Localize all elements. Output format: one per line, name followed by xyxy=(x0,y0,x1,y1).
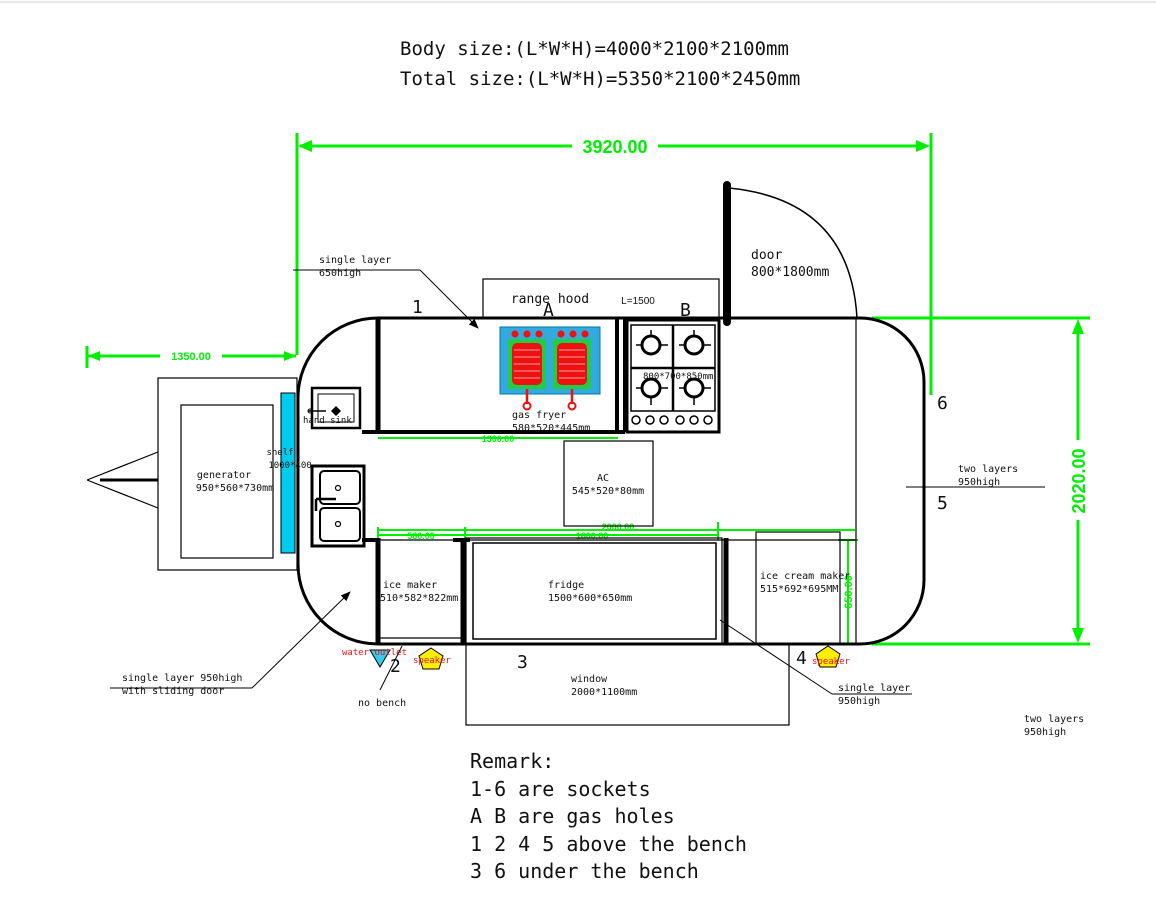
hand-sink-label: hand sink xyxy=(303,416,352,426)
window-label: window xyxy=(571,674,608,685)
annotation-top-left xyxy=(293,269,479,329)
range-length-label: L=1500 xyxy=(621,296,655,307)
two-layers-line2: 950high xyxy=(958,477,1000,488)
total-size-text: Total size:(L*W*H)=5350*2100*2450mm xyxy=(400,68,801,90)
socket-3: 3 xyxy=(517,652,528,673)
bench-1300-label: 1300.00 xyxy=(482,434,515,444)
ac-size: 545*520*80mm xyxy=(572,486,644,497)
ac-unit xyxy=(563,440,654,527)
generator-label: generator xyxy=(197,470,251,481)
gas-hole-a: A xyxy=(543,300,554,321)
remark-block: Remark: 1-6 are sockets A B are gas hole… xyxy=(470,748,747,886)
remark-line: A B are gas holes xyxy=(470,804,675,828)
door xyxy=(723,181,858,326)
gas-stove xyxy=(625,318,721,434)
water-outlet-icon xyxy=(369,649,391,668)
double-sink xyxy=(310,464,366,548)
single-layer-top-line1: single layer xyxy=(319,255,391,266)
body-size-text: Body size:(L*W*H)=4000*2100*2100mm xyxy=(400,38,789,60)
water-outlet-label: water outlet xyxy=(342,648,407,658)
dimension-bench-1300: 1300.00 xyxy=(378,434,618,444)
side-650-label: 650.00 xyxy=(843,575,855,609)
fridge xyxy=(472,542,717,640)
dimension-overall-length: 3920.00 xyxy=(295,133,933,395)
bench-560-label: 560.00 xyxy=(407,531,435,541)
ice-cream-size: 515*692*695MM xyxy=(760,584,838,595)
hitch xyxy=(86,451,159,509)
fridge-size: 1500*600*650mm xyxy=(548,593,632,604)
no-bench-leader xyxy=(379,645,403,691)
annotation-bottom-right xyxy=(719,619,912,695)
annotation-bottom-left xyxy=(110,591,351,689)
shelf xyxy=(280,392,296,554)
ice-cream-label: ice cream maker xyxy=(760,571,850,582)
remark-line: 3 6 under the bench xyxy=(470,859,699,883)
door-size: 800*1800mm xyxy=(751,265,829,280)
gas-fryer xyxy=(499,326,601,411)
bench-1600-label: 1600.00 xyxy=(576,531,609,541)
ice-maker-label: ice maker xyxy=(383,580,437,591)
hand-sink xyxy=(307,386,362,430)
service-window xyxy=(465,643,790,726)
range-hood xyxy=(482,278,720,319)
gas-hole-b: B xyxy=(680,300,691,321)
remark-line: 1 2 4 5 above the bench xyxy=(470,831,747,856)
remark-line: 1-6 are sockets xyxy=(470,776,651,801)
socket-1: 1 xyxy=(412,297,423,318)
single-layer-left-line1: single layer 950high xyxy=(122,673,242,684)
ice-maker-size: 510*582*822mm xyxy=(380,593,458,604)
speaker-label-right: speaker xyxy=(812,657,851,667)
shelf-label: shelf xyxy=(266,448,293,458)
remark-title: Remark: xyxy=(470,749,555,773)
single-layer-left-line2: with sliding door xyxy=(122,686,224,697)
speaker-icon-left xyxy=(418,647,444,670)
gas-fryer-size: 580*520*445mm xyxy=(512,423,590,434)
generator-size: 950*560*730mm xyxy=(196,483,274,494)
overall-length-label: 3920.00 xyxy=(582,137,647,157)
hitch-length-label: 1350.00 xyxy=(171,351,211,363)
window-size: 2000*1100mm xyxy=(571,687,637,698)
socket-4: 4 xyxy=(796,648,807,669)
ice-cream-maker xyxy=(755,531,841,645)
two-layers-line1: two layers xyxy=(958,464,1018,475)
generator xyxy=(180,404,274,559)
single-layer-top-line2: 650high xyxy=(319,268,361,279)
single-layer-right-line1: single layer xyxy=(838,683,910,694)
socket-2: 2 xyxy=(390,656,401,677)
gas-stove-size: 800*700*850mm xyxy=(643,372,713,382)
dimension-hitch: 1350.00 xyxy=(85,346,296,368)
dimension-side-650: 650.00 xyxy=(838,539,858,643)
door-label: door xyxy=(751,248,782,263)
ac-label: AC xyxy=(597,473,609,484)
dimension-bench-lower: 560.00 1600.00 2000.00 xyxy=(377,522,855,541)
single-layer-right-line2: 950high xyxy=(838,696,880,707)
bench-2000-label: 2000.00 xyxy=(602,522,635,532)
socket-5: 5 xyxy=(937,493,948,514)
gas-fryer-label: gas fryer xyxy=(512,410,566,421)
fridge-outer xyxy=(465,537,723,645)
speaker-label-left: speaker xyxy=(413,656,452,666)
speaker-icon-right xyxy=(815,645,841,668)
fridge-label: fridge xyxy=(548,580,584,591)
dimension-height: 2020.00 xyxy=(872,316,1090,646)
two-layers-far-line1: two layers xyxy=(1024,714,1084,725)
range-hood-label: range hood xyxy=(511,292,589,307)
shelf-size: 1000*400 xyxy=(268,461,311,471)
socket-6: 6 xyxy=(937,393,948,414)
height-label: 2020.00 xyxy=(1069,448,1089,513)
two-layers-far-line2: 950high xyxy=(1024,727,1066,738)
no-bench-label: no bench xyxy=(358,698,406,709)
